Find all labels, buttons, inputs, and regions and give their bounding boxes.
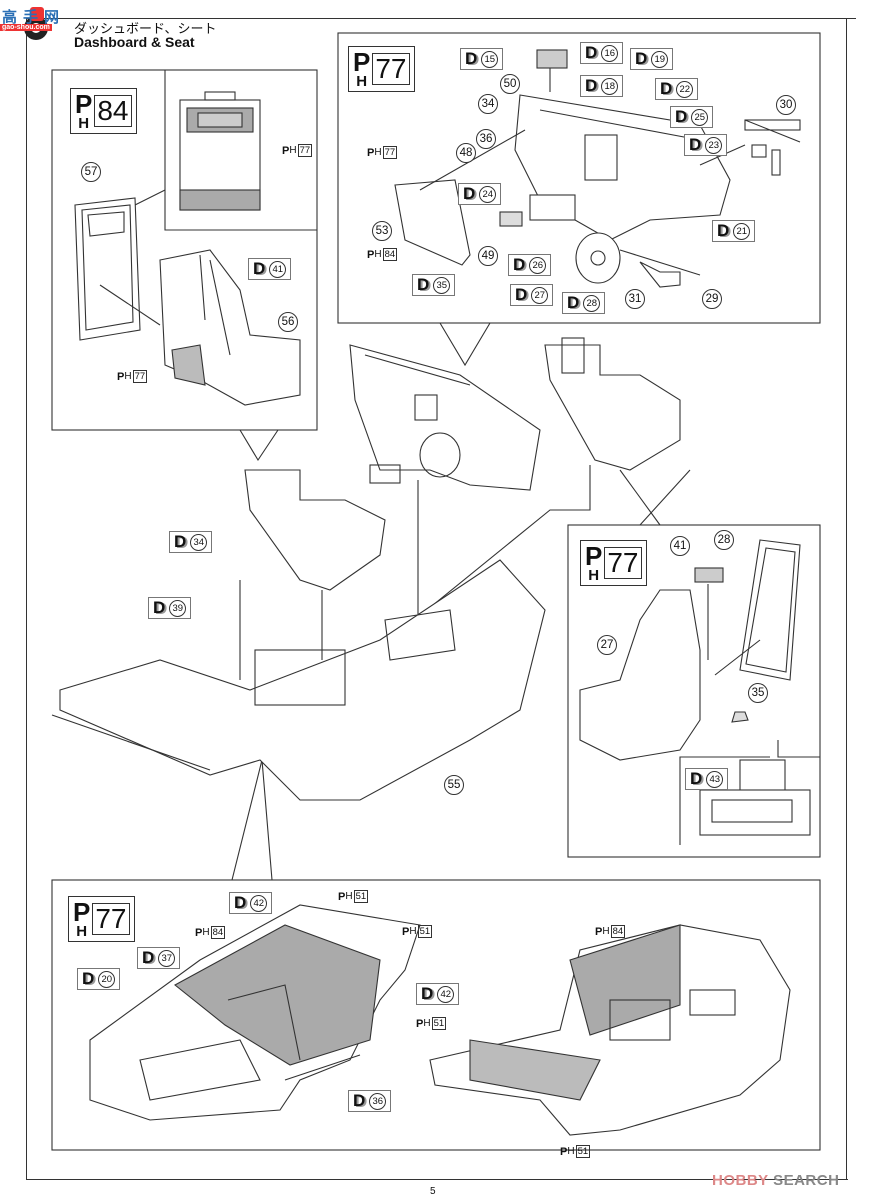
part-number: 29 <box>702 289 722 309</box>
part-number: 50 <box>500 74 520 94</box>
page-number: 5 <box>430 1186 436 1197</box>
paint-code-number: 77 <box>92 903 130 935</box>
logo-subtext: gao-shou.com <box>0 24 52 31</box>
part-number: 55 <box>444 775 464 795</box>
section-title-jp: ダッシュボード、シート <box>74 21 217 36</box>
part-number: 53 <box>372 221 392 241</box>
part-number: 35 <box>748 683 768 703</box>
part-number: 49 <box>478 246 498 266</box>
part-number: 34 <box>478 94 498 114</box>
page-frame <box>26 18 848 1180</box>
part-number: 41 <box>670 536 690 556</box>
part-number: 27 <box>597 635 617 655</box>
part-number: 56 <box>278 312 298 332</box>
watermark: HOBBY SEARCH <box>712 1172 840 1189</box>
page-frame-top <box>26 18 856 19</box>
panel-seat-rear-frame <box>51 69 318 431</box>
paint-code-number: 77 <box>604 547 642 579</box>
logo-text: 高手网 <box>2 9 66 26</box>
part-number: 36 <box>476 129 496 149</box>
paint-code-number: 77 <box>372 53 410 85</box>
part-number: 31 <box>625 289 645 309</box>
part-number: 57 <box>81 162 101 182</box>
paint-code-number: 84 <box>94 95 132 127</box>
section-title-en: Dashboard & Seat <box>74 34 195 50</box>
part-number: 30 <box>776 95 796 115</box>
panel-interior-frame <box>51 879 821 1151</box>
page-frame-right <box>846 18 847 1180</box>
panel-dashboard-frame <box>337 32 821 324</box>
part-number: 28 <box>714 530 734 550</box>
panel-front-seat-frame <box>567 524 821 858</box>
part-number: 48 <box>456 143 476 163</box>
